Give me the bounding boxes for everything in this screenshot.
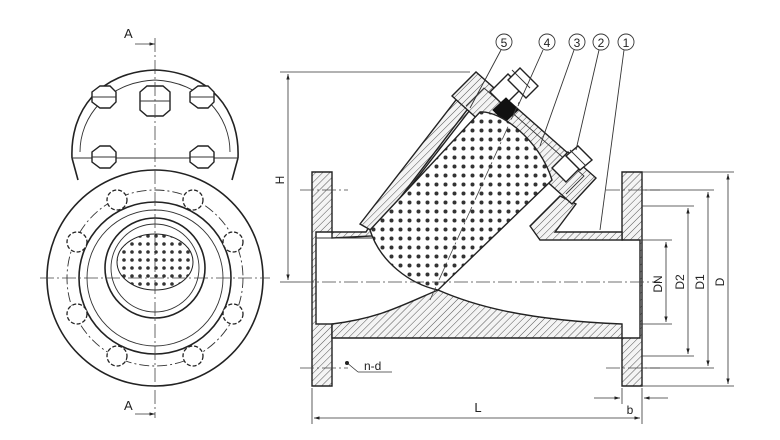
bolt-hole-icon xyxy=(66,303,88,325)
bolt-hole-icon xyxy=(222,231,244,253)
bolt-head-icon xyxy=(189,85,215,109)
bolt-hole-icon xyxy=(222,303,244,325)
svg-text:DN: DN xyxy=(651,275,665,292)
dim-d1: D1 xyxy=(642,189,714,369)
bolt-head-icon xyxy=(91,145,117,169)
end-view: A A xyxy=(40,26,270,418)
section-mark-bottom: A xyxy=(124,398,155,416)
svg-text:D: D xyxy=(713,277,727,286)
body-bottom-wall xyxy=(331,289,623,339)
svg-text:3: 3 xyxy=(574,36,581,50)
svg-text:4: 4 xyxy=(544,36,551,50)
bonnet-bolts xyxy=(91,85,215,169)
svg-text:n-d: n-d xyxy=(364,359,381,373)
bolt-head-icon xyxy=(189,145,215,169)
callouts: 5 4 3 2 1 xyxy=(469,33,635,231)
section-view xyxy=(300,67,660,387)
body-upper-right-wall xyxy=(529,195,623,241)
dim-dn: DN xyxy=(640,239,672,325)
section-label-top: A xyxy=(124,26,133,41)
callout-1: 1 xyxy=(599,33,635,231)
callout-5: 5 xyxy=(469,33,513,109)
dim-b: b xyxy=(594,388,668,417)
callout-4: 4 xyxy=(517,33,556,107)
strainer-basket xyxy=(369,111,553,291)
dim-l: L xyxy=(311,388,643,424)
svg-text:2: 2 xyxy=(598,36,605,50)
callout-2: 2 xyxy=(575,33,610,151)
svg-text:5: 5 xyxy=(501,36,508,50)
dimensions: H DN D2 D1 D xyxy=(273,71,734,424)
svg-text:D2: D2 xyxy=(673,274,687,290)
section-label-bottom: A xyxy=(124,398,133,413)
y-leg-centerline xyxy=(429,99,521,301)
svg-text:b: b xyxy=(627,403,634,417)
bolt-hole-icon xyxy=(182,345,204,367)
svg-text:H: H xyxy=(273,176,287,185)
bonnet-bolt-lower xyxy=(551,145,594,183)
svg-text:L: L xyxy=(474,400,481,415)
callout-3: 3 xyxy=(539,33,586,147)
bolt-hole-icon xyxy=(106,345,128,367)
dim-d2: D2 xyxy=(642,205,694,357)
left-flange xyxy=(311,171,333,387)
flange-bolt-holes xyxy=(66,189,244,367)
dim-n-d: n-d xyxy=(345,359,392,373)
bolt-hole-icon xyxy=(106,189,128,211)
bolt-hole-icon xyxy=(182,189,204,211)
dim-d: D xyxy=(642,171,734,387)
bolt-head-icon xyxy=(91,85,117,109)
right-flange xyxy=(621,171,643,387)
section-mark-top: A xyxy=(124,26,155,46)
bolt-hole-icon xyxy=(66,231,88,253)
svg-text:1: 1 xyxy=(623,36,630,50)
bonnet-bolt-upper xyxy=(489,67,539,107)
dim-h: H xyxy=(273,71,470,283)
svg-text:D1: D1 xyxy=(693,274,707,290)
